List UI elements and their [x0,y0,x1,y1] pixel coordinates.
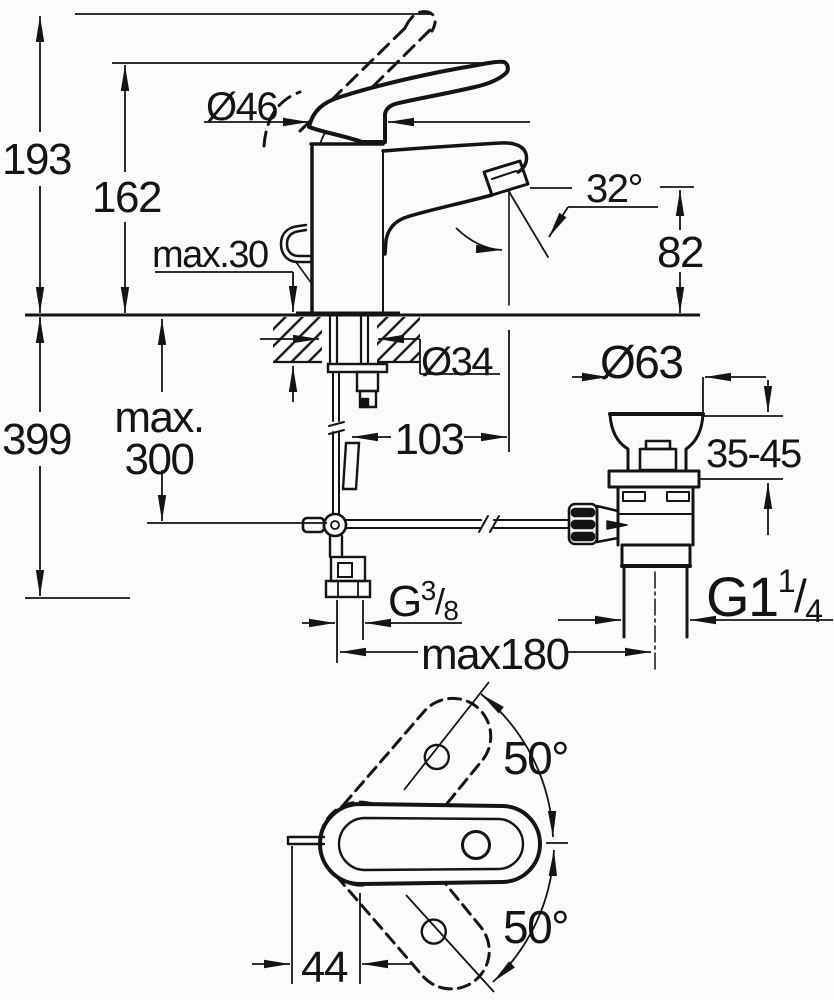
faucet-side-view [262,10,549,315]
deck-hatch-left [273,317,322,362]
mounting-hardware [326,362,389,409]
dim-label-max180: max180 [421,630,570,679]
handle-top-view [286,696,542,991]
waste-knob [638,439,678,472]
dim-label-82: 82 [657,228,704,277]
pop-up-pull-rod [328,371,345,515]
dim-label-g114: G11/4 [706,563,823,629]
spout [381,141,549,306]
horizontal-rod [345,515,570,533]
under-deck-assembly [301,315,570,599]
dim-label-50-upper: 50° [503,732,570,784]
waste-body [616,485,695,547]
dim-label-d34: Ø34 [421,340,494,384]
deck-cross-section [273,311,420,364]
dim-label-3545: 35-45 [706,432,802,476]
dim-label-103: 103 [394,415,465,464]
handle-button [461,830,491,860]
dim-label-162: 162 [92,173,162,222]
aerator [482,159,530,197]
pop-up-rod-knob [279,223,314,285]
dim-label-g38: G3/8 [388,575,459,626]
lever-handle [307,59,510,144]
rod-tee-joint [301,512,348,538]
shank-in-hole [328,315,370,366]
dim-label-50-lower: 50° [503,901,570,953]
dim-label-193: 193 [2,135,72,184]
dimension-lines [35,16,833,983]
rod-clamp-knob [567,502,628,546]
waste-tail-pipe [622,564,689,673]
supply-connector-g38 [324,534,372,599]
inlet-pipe-top-view [286,835,326,846]
handle-position-center [318,802,542,886]
dim-label-d63: Ø63 [600,336,684,388]
dim-label-max30: max.30 [152,234,269,276]
waste-lock-nut [620,543,692,568]
dim-label-399: 399 [2,415,72,464]
dim-label-max300: max. 300 [114,393,205,484]
waste-flange-ring [607,469,701,489]
dim-label-32deg: 32° [586,167,644,211]
dim-label-d46: Ø46 [206,85,279,129]
dim-label-44: 44 [301,943,348,992]
deck-hatch-right [377,317,420,362]
supply-hose [341,441,361,491]
pop-up-waste [567,412,705,673]
